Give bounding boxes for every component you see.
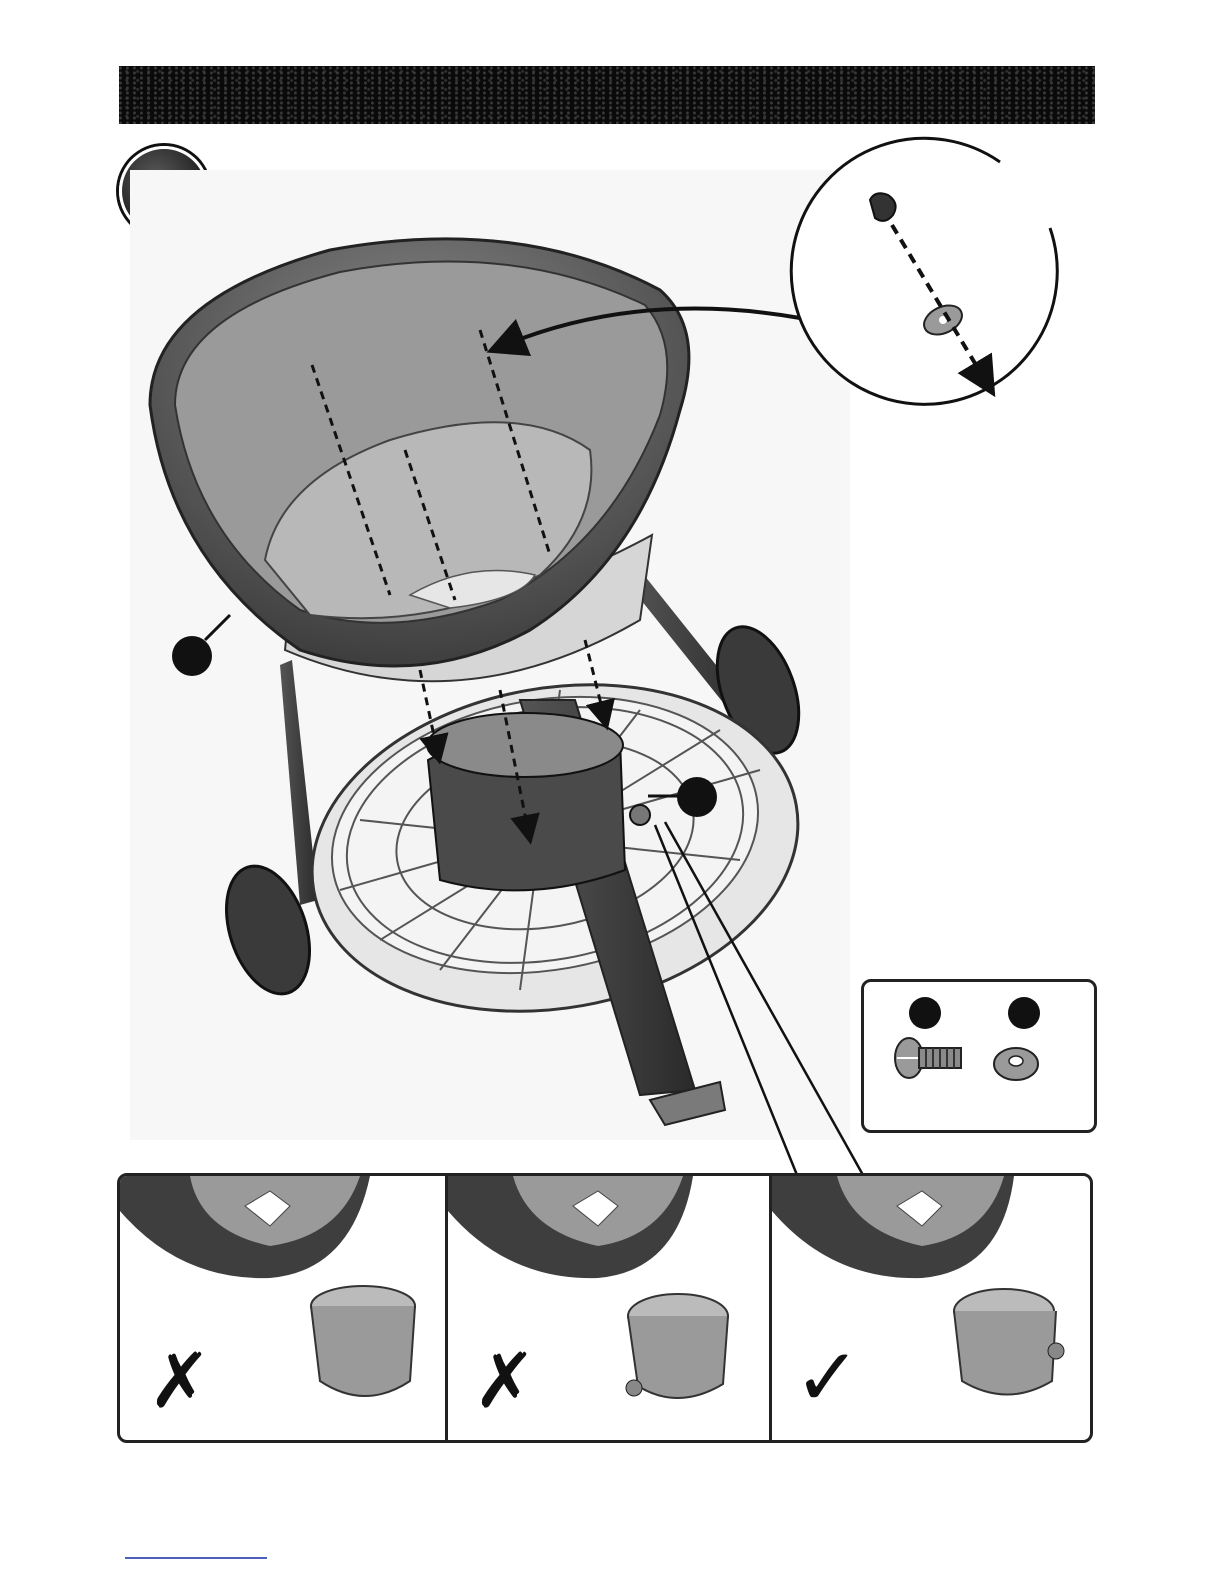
callout-dot-bolt: [909, 997, 941, 1029]
panel-incorrect-2: ✗: [448, 1176, 769, 1440]
panel-correct: ✓: [772, 1176, 1090, 1440]
bolt-icon: [895, 1038, 961, 1078]
callout-dot-washer: [1008, 997, 1040, 1029]
washer-icon: [994, 1048, 1038, 1080]
callout-dot-vent: [677, 777, 717, 817]
correct-mark: ✓: [794, 1331, 861, 1424]
orientation-comparison-panels: ✗ ✗ ✓: [117, 1173, 1093, 1443]
incorrect-mark: ✗: [148, 1336, 212, 1425]
panel-incorrect-1: ✗: [120, 1176, 445, 1440]
incorrect-mark: ✗: [473, 1336, 537, 1425]
hardware-key-box: [861, 979, 1097, 1133]
callout-dot-bowl: [172, 636, 212, 676]
footer-rule: [125, 1557, 267, 1559]
